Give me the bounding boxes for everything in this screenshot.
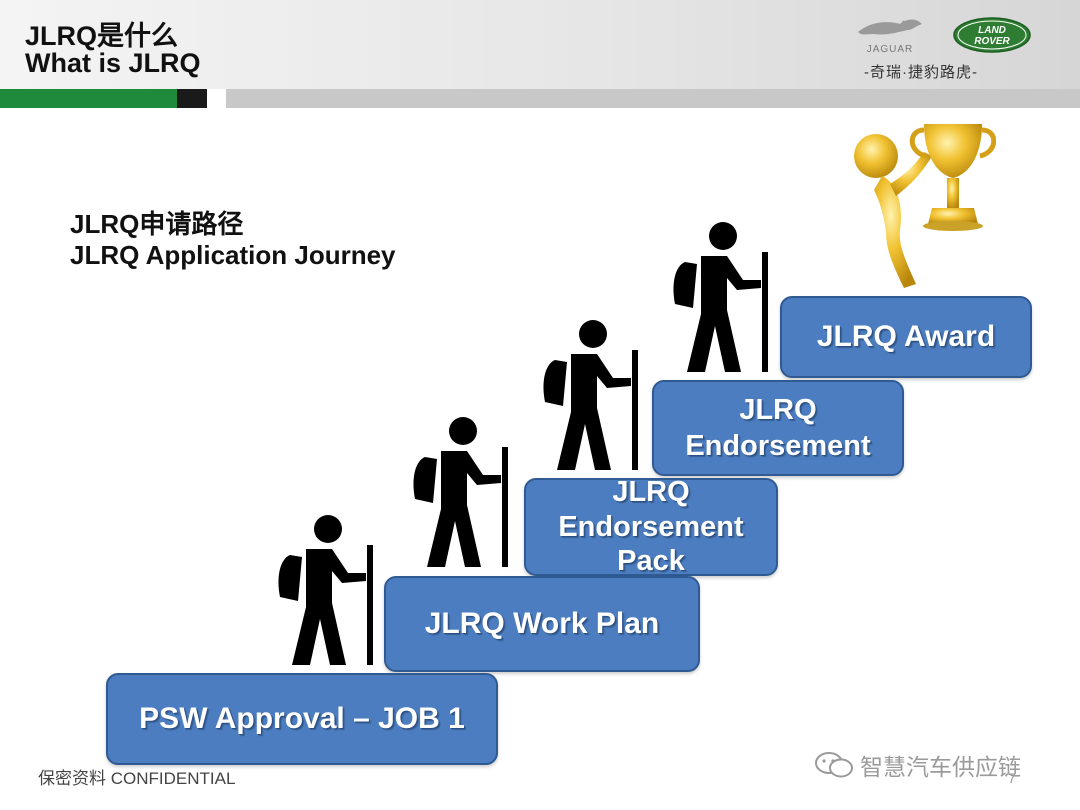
jaguar-logo-text: JAGUAR [867,44,914,55]
section-title-en: JLRQ Application Journey [70,240,396,270]
accent-bar-black [177,89,207,108]
step-jlrq-endorsement: JLRQ Endorsement [652,380,904,476]
hiker-icon [413,417,508,567]
header-title-en: What is JLRQ [25,48,201,78]
step-label: PSW Approval – JOB 1 [139,702,465,736]
watermark: 智慧汽车供应链 [814,748,1021,782]
step-jlrq-award: JLRQ Award [780,296,1032,378]
watermark-text: 智慧汽车供应链 [860,754,1021,780]
step-jlrq-endorsement-pack: JLRQ Endorsement Pack [524,475,778,578]
step-label: JLRQ Endorsement [685,393,871,462]
accent-bar-green [0,89,177,108]
land-rover-logo-line2: ROVER [974,36,1010,47]
brand-text: -奇瑞·捷豹路虎- [864,64,978,81]
page-number: 7 [1008,770,1016,786]
section-title-cn: JLRQ申请路径 [70,209,244,239]
jaguar-logo: JAGUAR [858,19,922,55]
step-psw-approval: PSW Approval – JOB 1 [106,673,498,765]
step-label: JLRQ Endorsement Pack [558,475,744,578]
trophy-icon [854,124,996,288]
step-label: JLRQ Work Plan [424,607,660,641]
wechat-icon [815,752,853,778]
header-title-cn: JLRQ是什么 [25,21,179,51]
step-jlrq-work-plan: JLRQ Work Plan [384,576,700,672]
hiker-icon [543,320,638,470]
land-rover-logo-line1: LAND [978,25,1006,36]
accent-bar-white [207,89,226,108]
hiker-icon [673,222,768,372]
confidential-label: 保密资料 CONFIDENTIAL [38,769,236,788]
land-rover-logo: LAND ROVER [953,17,1031,53]
hiker-icon [278,515,373,665]
step-label: JLRQ Award [816,320,996,354]
accent-bar-grey [226,89,1080,108]
